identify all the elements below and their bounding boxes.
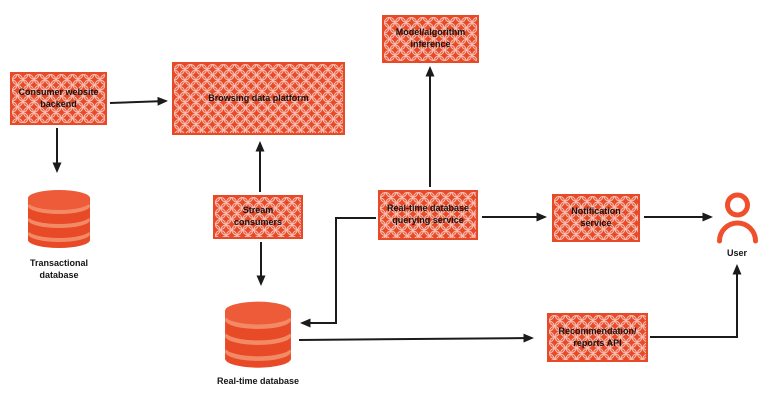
- crosshatch-fill: [549, 315, 646, 360]
- node-label: Consumer website backend: [18, 86, 99, 109]
- node-label: Real-time database querying service: [386, 203, 470, 225]
- arrow-backend-to-platform: [109, 96, 168, 106]
- crosshatch-fill: [380, 192, 476, 238]
- node-notification-service: Notification service: [552, 194, 640, 242]
- crosshatch-fill: [384, 17, 477, 61]
- user-figure: [715, 192, 760, 245]
- node-label: Browsing data platform: [208, 92, 309, 103]
- node-label: Recommendation/ reports API: [558, 325, 637, 348]
- node-stream-consumers: Stream consumers: [213, 195, 303, 239]
- node-label: Notification service: [571, 206, 621, 228]
- crosshatch-fill: [554, 196, 638, 240]
- node-browsing-data-platform: Browsing data platform: [172, 62, 345, 135]
- realtime-database: [224, 288, 292, 370]
- crosshatch-fill: [12, 74, 105, 123]
- transactional-database: [27, 178, 91, 250]
- node-label: Stream consumers: [233, 205, 283, 227]
- node-label: Model/algorithm inference: [395, 27, 466, 49]
- node-consumer-website-backend: Consumer website backend: [10, 72, 107, 125]
- node-model-algorithm-inference: Model/algorithm inference: [382, 15, 479, 63]
- user-label: User: [726, 248, 747, 258]
- transactional-database-label: Transactional database: [29, 258, 89, 280]
- arrow-recommendation-to-user: [650, 264, 742, 338]
- arrow-querying-to-realtime-db: [300, 217, 376, 328]
- database-icon: [225, 301, 291, 368]
- node-realtime-database-querying-service: Real-time database querying service: [378, 190, 478, 240]
- node-recommendation-reports-api: Recommendation/ reports API: [547, 313, 648, 362]
- crosshatch-fill: [174, 64, 343, 133]
- database-icon: [28, 190, 90, 248]
- arrow-realtime-db-to-recommendation: [298, 333, 534, 343]
- crosshatch-fill: [215, 197, 301, 237]
- realtime-database-label: Real-time database: [216, 376, 300, 386]
- user-icon: [717, 192, 758, 244]
